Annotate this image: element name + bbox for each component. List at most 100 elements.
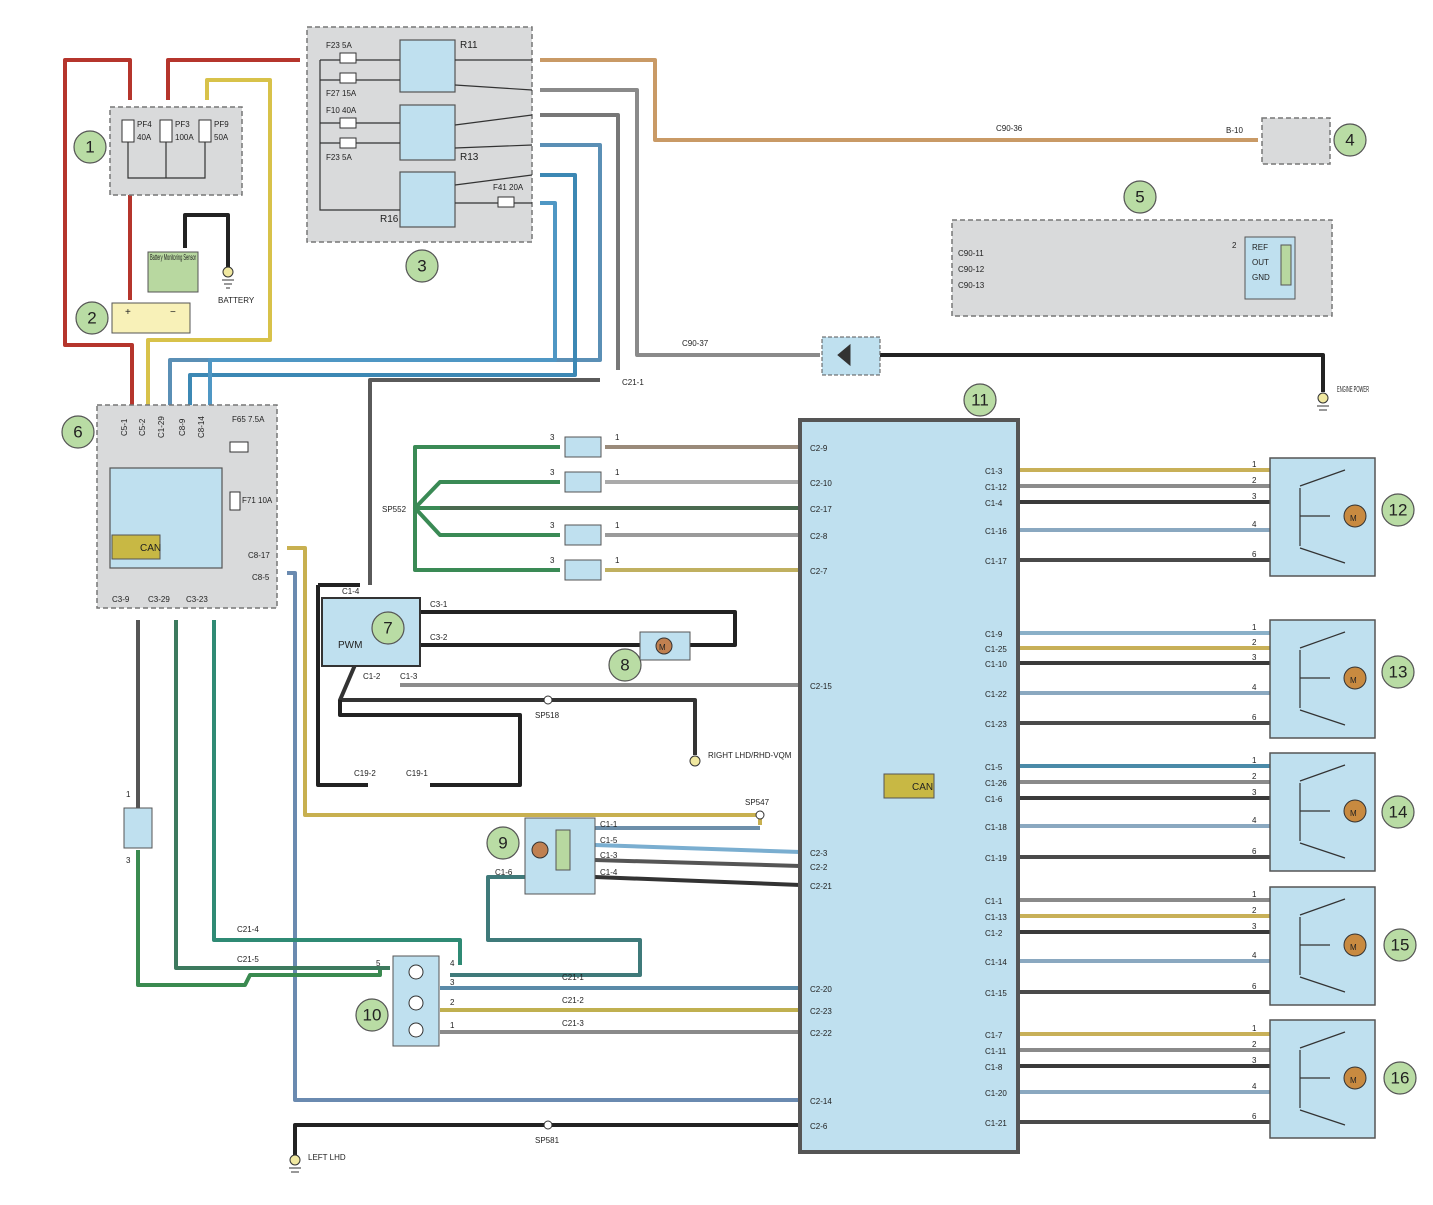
module11-pin: C1-12: [985, 483, 1007, 492]
callout-8: 8: [608, 648, 642, 682]
connector-c21-2: C21-2: [562, 996, 584, 1005]
module11-pin: C1-11: [985, 1047, 1007, 1056]
relay-r16: [399, 171, 456, 228]
callout-10: 10: [355, 998, 389, 1032]
motor-icon: [1343, 1066, 1367, 1090]
callout-4: 4: [1333, 123, 1367, 157]
connector-b-10: B-10: [1226, 126, 1243, 135]
pin-label: 3: [550, 521, 555, 530]
motor-pin: 1: [1252, 756, 1257, 765]
module11-right-pins: C1-3C1-12C1-4C1-16C1-17C1-9C1-25C1-10C1-…: [985, 467, 1007, 1128]
wire-c2-2: [594, 858, 801, 868]
motor-label: M: [1350, 676, 1357, 685]
module11-pin: C2-17: [810, 505, 832, 514]
motor-pin: 3: [1252, 922, 1257, 931]
module11-pin: C2-8: [810, 532, 828, 541]
pin-label: 3: [550, 433, 555, 442]
relay-r13: [399, 104, 456, 161]
engine-ground-icon: [1317, 392, 1329, 411]
wire-c19-2: [316, 585, 368, 787]
module-9: C1-1 C1-5 C1-3 C1-4 C1-6 SP547: [495, 798, 770, 895]
sensor5-pin: C90-11: [958, 249, 984, 258]
motor-pin: 2: [1252, 1040, 1257, 1049]
motor-label: M: [1350, 514, 1357, 523]
module11-pin: C1-4: [985, 499, 1003, 508]
wire-c3-9-b: [136, 850, 382, 987]
connector-c90-36: C90-36: [996, 124, 1023, 133]
callout-14: 14: [1381, 795, 1415, 829]
module9-pin: C1-5: [600, 836, 618, 845]
pin-label: 1: [615, 433, 620, 442]
wire-yellow-1: [146, 78, 272, 408]
svg-text:16: 16: [1391, 1069, 1410, 1088]
fuse-rating: 40A: [137, 133, 152, 142]
pin-label: 4: [450, 959, 455, 968]
module6-pin: C5-2: [138, 418, 147, 436]
module11-left-pins: C2-9C2-10C2-17C2-8C2-7C2-15C2-3C2-2C2-21…: [810, 444, 832, 1131]
motor-pin: 4: [1252, 520, 1257, 529]
pin-label: 1: [615, 556, 620, 565]
module11-pin: C2-14: [810, 1097, 832, 1106]
module-10: 5 4 3 2 1 C21-4 C21-5 C21-1 C21-2 C21-3: [237, 925, 584, 1047]
motor-pin: 6: [1252, 1112, 1257, 1121]
module11-pin: C1-13: [985, 913, 1007, 922]
wire-sp518: [338, 664, 697, 755]
motor-actuator-16: M: [1269, 1019, 1376, 1139]
pin-label: 1: [126, 790, 131, 799]
battery-minus: −: [170, 307, 176, 318]
sensor5-pin: C90-13: [958, 281, 985, 290]
motor-pin: 1: [1252, 890, 1257, 899]
fuse-rating: 50A: [214, 133, 229, 142]
can-label: CAN: [912, 782, 933, 793]
motor-pin: 3: [1252, 788, 1257, 797]
module6-pin: C8-5: [252, 573, 270, 582]
module11-pin: C1-19: [985, 854, 1007, 863]
battery-monitoring-sensor: [147, 251, 199, 293]
svg-text:11: 11: [971, 391, 989, 410]
svg-text:9: 9: [498, 834, 507, 853]
wire-grey-pwm: [368, 378, 600, 585]
motor-actuator-13: M: [1269, 619, 1376, 739]
svg-text:7: 7: [383, 619, 392, 638]
callout-5: 5: [1123, 180, 1157, 214]
callout-12: 12: [1381, 493, 1415, 527]
svg-text:12: 12: [1389, 501, 1408, 520]
callout-11: 11: [963, 383, 997, 417]
module11-pin: C2-6: [810, 1122, 828, 1131]
module7-pin: C3-1: [430, 600, 448, 609]
motor-pin: 2: [1252, 476, 1257, 485]
sensor5-pin: C90-12: [958, 265, 985, 274]
callout-16: 16: [1383, 1061, 1417, 1095]
module6-pin: C8-17: [248, 551, 270, 560]
motor-pin: 4: [1252, 816, 1257, 825]
module9-pin: C1-3: [600, 851, 618, 860]
connector-c19-1: C19-1: [406, 769, 428, 778]
wire-c2-21: [594, 875, 801, 887]
callout-3: 3: [405, 249, 439, 283]
module11-pin: C1-18: [985, 823, 1007, 832]
splice-sp581: SP581: [535, 1136, 560, 1145]
module6-pin: C8-9: [178, 418, 187, 436]
motor-label: M: [1350, 943, 1357, 952]
wire-c90-37: [540, 88, 820, 357]
svg-text:1: 1: [85, 138, 94, 157]
motor-pin: 1: [1252, 1024, 1257, 1033]
svg-text:5: 5: [1135, 188, 1144, 207]
module11-pin: C1-6: [985, 795, 1003, 804]
callout-1: 1: [73, 130, 107, 164]
svg-text:10: 10: [363, 1006, 382, 1025]
sensor-left-bottom: 1 3: [123, 790, 153, 865]
module-6: CAN C5-1 C5-2 C1-29 C8-9 C8-14 F65 7.5A …: [96, 404, 278, 609]
sensor5-term: GND: [1252, 273, 1270, 282]
module9-pin: C1-1: [600, 820, 618, 829]
pin-label: 3: [126, 856, 131, 865]
motor-pin: 3: [1252, 492, 1257, 501]
module11-pin: C1-26: [985, 779, 1007, 788]
motor-pin: 3: [1252, 1056, 1257, 1065]
module11-pin: C2-3: [810, 849, 828, 858]
motor-pin: 2: [1252, 772, 1257, 781]
svg-text:6: 6: [73, 423, 82, 442]
module11-pin: C1-21: [985, 1119, 1007, 1128]
connector-c21-1: C21-1: [562, 973, 584, 982]
